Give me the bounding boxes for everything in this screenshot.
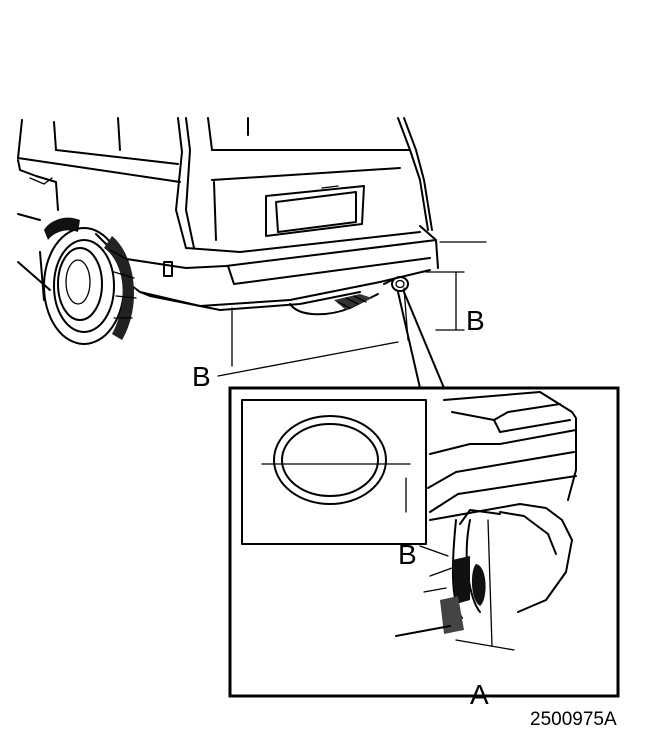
rear-wheel-illustration bbox=[39, 217, 137, 345]
dimension-b-vertical: B bbox=[425, 271, 485, 336]
label-b-left: B bbox=[192, 361, 211, 392]
dimension-b-horizontal: B bbox=[192, 287, 409, 392]
figure-code: 2500975A bbox=[530, 709, 617, 730]
vehicle-rear-illustration bbox=[17, 117, 487, 316]
label-b-right: B bbox=[466, 305, 485, 336]
label-a: A bbox=[470, 679, 489, 710]
detail-leader-lines bbox=[397, 291, 445, 389]
label-b-inset: B bbox=[398, 539, 417, 570]
detail-view-a: B bbox=[228, 386, 620, 698]
